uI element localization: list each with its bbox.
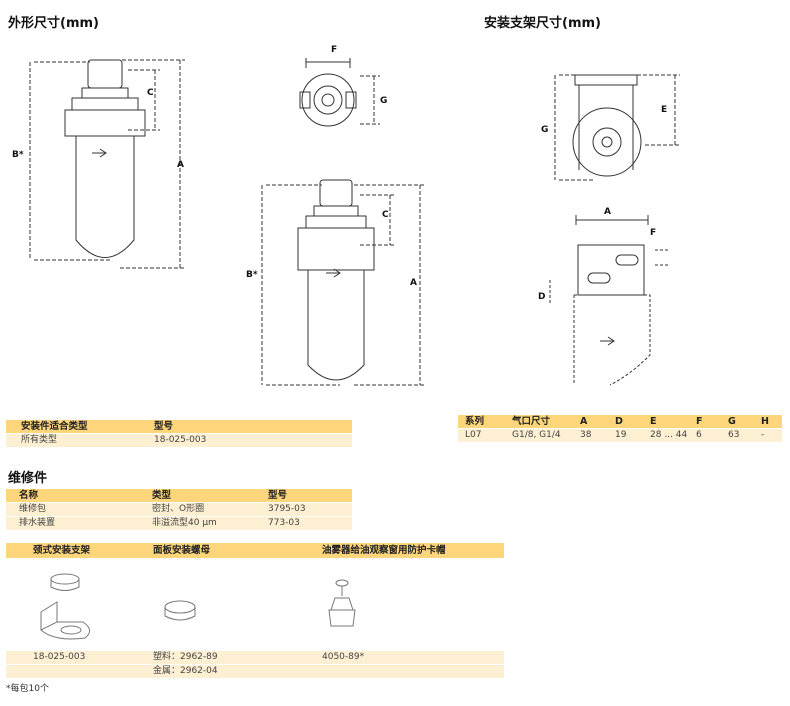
cell: 金属：2962-04 bbox=[153, 666, 218, 676]
label-e: E bbox=[661, 105, 668, 115]
front-view-drawing bbox=[261, 179, 425, 386]
cell: - bbox=[761, 430, 765, 440]
header-cell: 油雾器给油观察窗用防护卡帽 bbox=[322, 545, 446, 556]
cell: 非溢流型40 µm bbox=[152, 518, 217, 528]
table-row: 金属：2962-04 bbox=[6, 664, 504, 678]
cell: 19 bbox=[615, 430, 627, 440]
cell: 6 bbox=[696, 430, 702, 440]
header-cell: 气口尺寸 bbox=[512, 416, 551, 427]
dimensions-title: 外形尺寸(mm) bbox=[8, 16, 99, 31]
cell: 773-03 bbox=[268, 518, 300, 528]
label-c-2: C bbox=[382, 210, 389, 220]
table-header: 安装件适合类型 型号 bbox=[6, 420, 352, 433]
header-cell: 面板安装螺母 bbox=[153, 545, 211, 556]
spec-table: 系列 气口尺寸 A D E F G H L07 G1/8, G1/4 38 19… bbox=[458, 415, 782, 442]
label-a: A bbox=[177, 160, 184, 170]
top-view-drawing bbox=[299, 58, 380, 127]
cell: 28 ... 44 bbox=[650, 430, 688, 440]
header-cell: 类型 bbox=[152, 490, 172, 501]
cell: 4050-89* bbox=[322, 652, 365, 662]
cell: 3795-03 bbox=[268, 504, 306, 514]
label-g: G bbox=[380, 96, 388, 106]
spare-parts-table: 名称 类型 型号 维修包 密封、O形圈 3795-03 排水装置 非溢流型40 … bbox=[6, 489, 352, 530]
mounting-table: 安装件适合类型 型号 所有类型 18-025-003 bbox=[6, 420, 352, 447]
label-f: F bbox=[331, 45, 338, 55]
cell: 所有类型 bbox=[21, 435, 58, 445]
label-f-bracket: F bbox=[650, 228, 657, 238]
header-cell: D bbox=[615, 416, 623, 427]
header-cell: 型号 bbox=[154, 421, 174, 432]
spare-parts-title: 维修件 bbox=[8, 471, 48, 486]
cell: 18-025-003 bbox=[154, 435, 207, 445]
table-header: 系列 气口尺寸 A D E F G H bbox=[458, 415, 782, 428]
cell: 38 bbox=[580, 430, 592, 440]
cell: L07 bbox=[465, 430, 482, 440]
cell: 塑料：2962-89 bbox=[153, 652, 218, 662]
cell: 63 bbox=[728, 430, 740, 440]
cell: 维修包 bbox=[19, 504, 47, 514]
header-cell: 名称 bbox=[19, 490, 39, 501]
header-cell: E bbox=[650, 416, 657, 427]
label-b-2: B* bbox=[246, 270, 258, 280]
cell: G1/8, G1/4 bbox=[512, 430, 561, 440]
side-view-drawing bbox=[29, 59, 185, 269]
cell: 密封、O形圈 bbox=[152, 504, 205, 514]
table-header: 颈式安装支架 面板安装螺母 油雾器给油观察窗用防护卡帽 bbox=[6, 543, 504, 558]
header-cell: 型号 bbox=[268, 490, 288, 501]
table-row: 18-025-003 塑料：2962-89 4050-89* bbox=[6, 650, 504, 664]
header-cell: A bbox=[580, 416, 588, 427]
label-d: D bbox=[538, 292, 546, 302]
header-cell: 安装件适合类型 bbox=[21, 421, 88, 432]
label-g-bracket: G bbox=[541, 125, 549, 135]
protective-cap-image bbox=[328, 579, 356, 627]
accessory-table: 颈式安装支架 面板安装螺母 油雾器给油观察窗用防护卡帽 18-025-003 塑… bbox=[6, 543, 504, 678]
bracket-dimensions-title: 安装支架尺寸(mm) bbox=[484, 16, 601, 31]
table-row: 所有类型 18-025-003 bbox=[6, 433, 352, 447]
label-c: C bbox=[147, 88, 154, 98]
header-cell: H bbox=[761, 416, 769, 427]
label-a-bracket: A bbox=[604, 207, 611, 217]
bracket-front-drawing bbox=[554, 74, 680, 181]
table-row: 排水装置 非溢流型40 µm 773-03 bbox=[6, 516, 352, 530]
header-cell: F bbox=[696, 416, 703, 427]
header-cell: G bbox=[728, 416, 736, 427]
panel-nut-image bbox=[164, 600, 196, 621]
header-cell: 系列 bbox=[465, 416, 485, 427]
header-cell: 颈式安装支架 bbox=[33, 545, 91, 556]
label-a-2: A bbox=[410, 278, 417, 288]
cell: 18-025-003 bbox=[33, 652, 86, 662]
table-row: L07 G1/8, G1/4 38 19 28 ... 44 6 63 - bbox=[458, 428, 782, 442]
table-row: 维修包 密封、O形圈 3795-03 bbox=[6, 502, 352, 516]
neck-bracket-image bbox=[40, 573, 90, 640]
cell: 排水装置 bbox=[19, 518, 56, 528]
label-b: B* bbox=[12, 150, 24, 160]
bracket-side-drawing bbox=[549, 215, 670, 386]
table-header: 名称 类型 型号 bbox=[6, 489, 352, 502]
footnote: *每包10个 bbox=[6, 684, 49, 694]
